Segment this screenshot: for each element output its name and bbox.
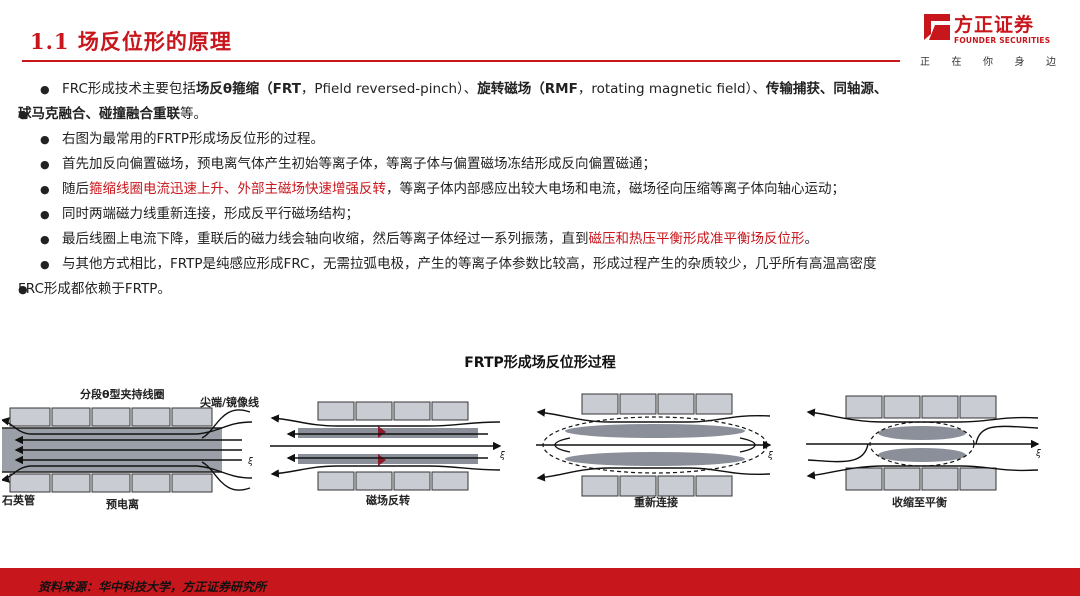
svg-text:ξ: ξ xyxy=(1035,449,1042,459)
bullet-item: 与其他方式相比，FRTP是纯感应形成FRC，无需拉弧电极，产生的等离子体参数比较… xyxy=(40,252,1040,277)
bullet-text: FRC形成技术主要包括 xyxy=(62,81,196,97)
title-divider xyxy=(22,60,900,62)
label-theta-coil: 分段θ型夹持线圈 xyxy=(80,388,165,401)
panel-reconnection: ξ 重新连接 xyxy=(530,382,780,512)
bullet-item: 右图为最常用的FRTP形成场反位形的过程。 xyxy=(40,127,1040,152)
slogan-char: 正 xyxy=(920,57,930,68)
panel-field-reversal: ξ 磁场反转 xyxy=(268,382,510,512)
label-quartz-tube: 石英管 xyxy=(2,494,35,507)
logo-slogan: 正 在 你 身 边 xyxy=(920,53,1056,68)
bullet-item: FRC形成技术主要包括场反θ箍缩（FRT，Pfield reversed-pin… xyxy=(40,77,1040,102)
page-title: 1.1 场反位形的原理 xyxy=(30,29,232,54)
bullet-item: 首先加反向偏置磁场，预电离气体产生初始等离子体，等离子体与偏置磁场冻结形成反向偏… xyxy=(40,152,1040,177)
bullet-text: 磁压和热压平衡形成准平衡场反位形 xyxy=(588,231,805,247)
footer-bar: 资料来源：华中科技大学，方正证券研究所 xyxy=(0,568,1080,596)
slogan-char: 你 xyxy=(983,57,993,68)
slogan-char: 在 xyxy=(951,57,962,68)
logo-english-name: FOUNDER SECURITIES xyxy=(954,36,1051,45)
bullet-text: 随后 xyxy=(62,181,89,197)
svg-text:ξ: ξ xyxy=(247,457,254,467)
bullet-text: 右图为最常用的FRTP形成场反位形的过程。 xyxy=(62,131,325,147)
bullet-text: 。 xyxy=(804,231,819,247)
bullet-text: ，等离子体内部感应出较大电场和电流，磁场径向压缩等离子体向轴心运动； xyxy=(386,181,845,197)
bullet-text: 箍缩线圈电流迅速上升、外部主磁场快速增强反转 xyxy=(89,181,386,197)
bullet-item: 最后线圈上电流下降，重联后的磁力线会轴向收缩，然后等离子体经过一系列振荡，直到磁… xyxy=(40,227,1040,252)
company-logo: 方正证券 FOUNDER SECURITIES 正 在 你 身 边 xyxy=(918,12,1058,68)
panel-caption: 重新连接 xyxy=(634,496,678,509)
figure-title: FRTP形成场反位形过程 xyxy=(464,355,616,371)
panel-caption: 预电离 xyxy=(106,498,139,511)
bullet-continuation: FRC形成都依赖于FRTP。 xyxy=(18,277,1040,302)
bullet-text: 同时两端磁力线重新连接，形成反平行磁场结构； xyxy=(62,206,359,222)
bullet-text: 场反θ箍缩（FRT xyxy=(195,81,301,97)
bullet-text: 球马克融合、碰撞融合重联 xyxy=(18,106,180,122)
panel-caption: 收缩至平衡 xyxy=(892,496,947,509)
reconnection-diagram: ξ xyxy=(536,393,774,497)
bullet-text: 首先加反向偏置磁场，预电离气体产生初始等离子体，等离子体与偏置磁场冻结形成反向偏… xyxy=(62,156,656,172)
bullet-text: ，Pfield reversed-pinch）、 xyxy=(300,81,478,97)
bullet-text: 旋转磁场（RMF xyxy=(477,81,578,97)
bullet-item: 随后箍缩线圈电流迅速上升、外部主磁场快速增强反转，等离子体内部感应出较大电场和电… xyxy=(40,177,1040,202)
logo-mark-icon xyxy=(924,14,950,40)
svg-text:ξ: ξ xyxy=(767,451,774,461)
slogan-char: 身 xyxy=(1014,57,1025,68)
source-note: 资料来源：华中科技大学，方正证券研究所 xyxy=(38,580,267,594)
bullet-continuation: 球马克融合、碰撞融合重联等。 xyxy=(18,102,1040,127)
slogan-char: 边 xyxy=(1046,57,1056,68)
bullet-item: 同时两端磁力线重新连接，形成反平行磁场结构； xyxy=(40,202,1040,227)
bullet-text: FRC形成都依赖于FRTP。 xyxy=(18,281,171,297)
bullet-list: FRC形成技术主要包括场反θ箍缩（FRT，Pfield reversed-pin… xyxy=(18,77,1040,302)
equilibrium-diagram: ξ xyxy=(806,395,1042,491)
preionization-diagram: ξ xyxy=(2,407,254,493)
panel-equilibrium: ξ 收缩至平衡 xyxy=(800,382,1050,512)
field-reversal-diagram: ξ xyxy=(270,401,506,491)
bullet-text: 等。 xyxy=(180,106,207,122)
logo-name: 方正证券 xyxy=(954,14,1035,36)
panel-preionization: ξ 分段θ型夹持线圈 尖端/镜像线 石英管 预电离 xyxy=(2,382,264,512)
bullet-text: 与其他方式相比，FRTP是纯感应形成FRC，无需拉弧电极，产生的等离子体参数比较… xyxy=(62,256,877,272)
svg-text:ξ: ξ xyxy=(499,451,506,461)
panel-caption: 磁场反转 xyxy=(366,494,410,507)
bullet-text: 最后线圈上电流下降，重联后的磁力线会轴向收缩，然后等离子体经过一系列振荡，直到 xyxy=(62,231,589,247)
label-cusp-mirror: 尖端/镜像线 xyxy=(200,396,260,409)
bullet-text: 传输捕获、同轴源、 xyxy=(765,81,888,97)
bullet-text: ，rotating magnetic field）、 xyxy=(577,81,766,97)
